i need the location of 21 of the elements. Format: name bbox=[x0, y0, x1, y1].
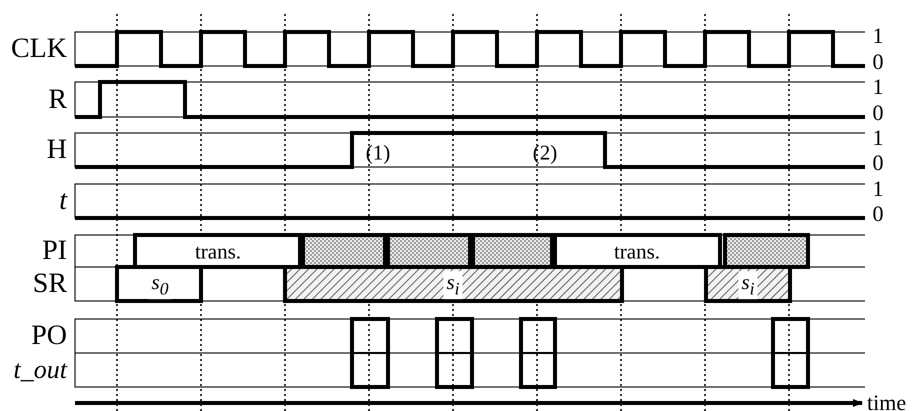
signal-name: PI bbox=[42, 237, 67, 265]
signal-name: t bbox=[59, 187, 67, 215]
logic-level: 0 bbox=[872, 203, 884, 225]
signal-name: CLK bbox=[11, 35, 67, 63]
state-label: s$_{i}$ bbox=[443, 271, 463, 299]
state-label: s$_{i}$ bbox=[738, 271, 758, 299]
event-marker: (1) bbox=[366, 142, 390, 164]
logic-level: 1 bbox=[872, 178, 884, 200]
signal-name: PO bbox=[31, 322, 67, 350]
signal-name: H bbox=[46, 136, 67, 164]
signal-name: t_out bbox=[14, 357, 67, 383]
axis-label: time bbox=[867, 392, 906, 411]
logic-level: 1 bbox=[872, 25, 884, 47]
signal-name: R bbox=[48, 86, 67, 114]
logic-level: 1 bbox=[872, 76, 884, 98]
signal-name: SR bbox=[32, 270, 67, 298]
logic-level: 1 bbox=[872, 127, 884, 149]
logic-level: 0 bbox=[872, 51, 884, 73]
logic-level: 0 bbox=[872, 152, 884, 174]
event-marker: (2) bbox=[532, 142, 558, 164]
logic-level: 0 bbox=[872, 102, 884, 124]
